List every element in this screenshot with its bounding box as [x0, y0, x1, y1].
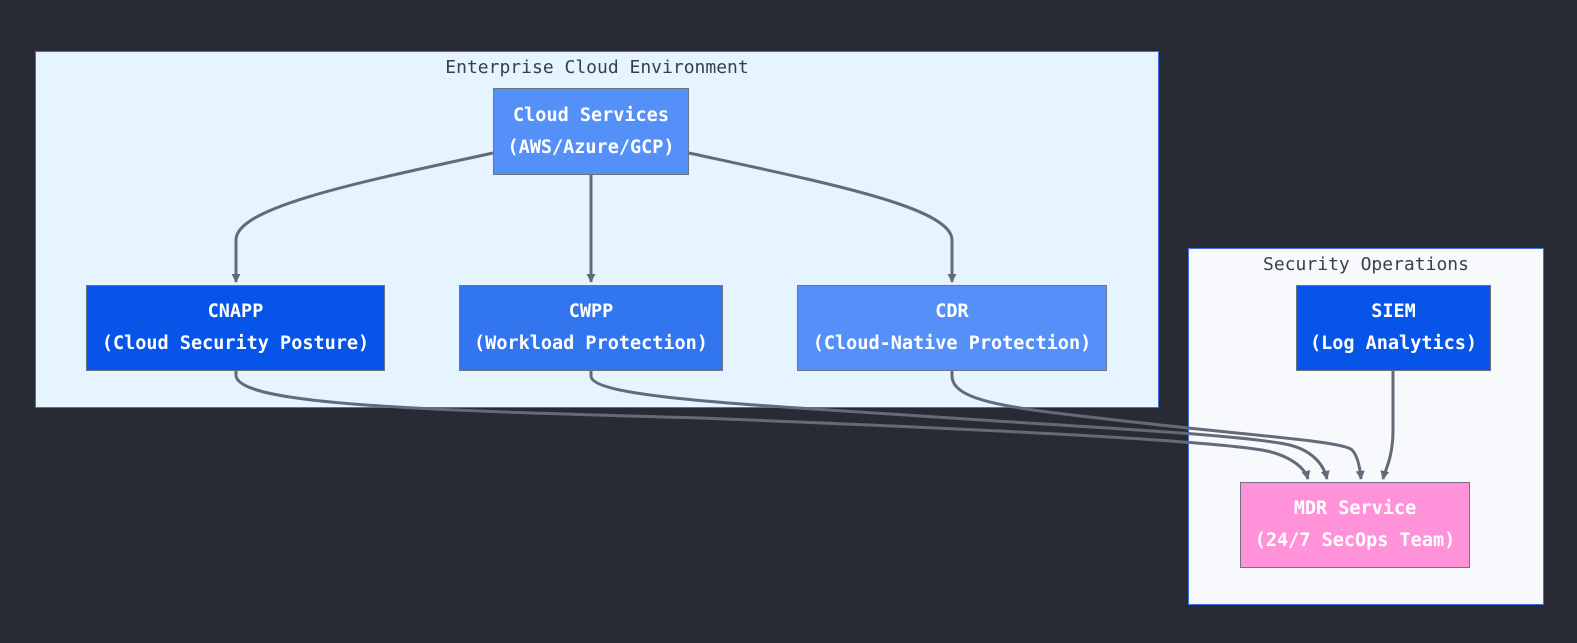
cluster-title-enterprise: Enterprise Cloud Environment: [445, 57, 749, 78]
node-cwpp: CWPP (Workload Protection): [459, 285, 723, 371]
node-siem-subtitle: (Log Analytics): [1309, 333, 1478, 354]
node-cdr-title: CDR: [935, 301, 969, 322]
node-cloud-services-subtitle: (AWS/Azure/GCP): [507, 136, 675, 158]
node-mdr-service-title: MDR Service: [1293, 498, 1417, 519]
node-siem-title: SIEM: [1371, 301, 1416, 322]
node-cdr: CDR (Cloud-Native Protection): [797, 285, 1107, 371]
node-cnapp-title: CNAPP: [207, 301, 264, 322]
node-cwpp-title: CWPP: [568, 301, 614, 322]
node-cwpp-subtitle: (Workload Protection): [474, 333, 708, 354]
node-mdr-service-subtitle: (24/7 SecOps Team): [1254, 530, 1456, 551]
cluster-title-secops: Security Operations: [1263, 254, 1469, 275]
node-cdr-subtitle: (Cloud-Native Protection): [812, 333, 1092, 354]
node-cnapp-subtitle: (Cloud Security Posture): [101, 333, 370, 354]
node-siem: SIEM (Log Analytics): [1296, 285, 1491, 371]
node-cnapp: CNAPP (Cloud Security Posture): [86, 285, 385, 371]
node-cloud-services-title: Cloud Services: [513, 104, 669, 126]
node-cloud-services: Cloud Services (AWS/Azure/GCP): [493, 88, 689, 175]
node-mdr-service: MDR Service (24/7 SecOps Team): [1240, 482, 1470, 568]
